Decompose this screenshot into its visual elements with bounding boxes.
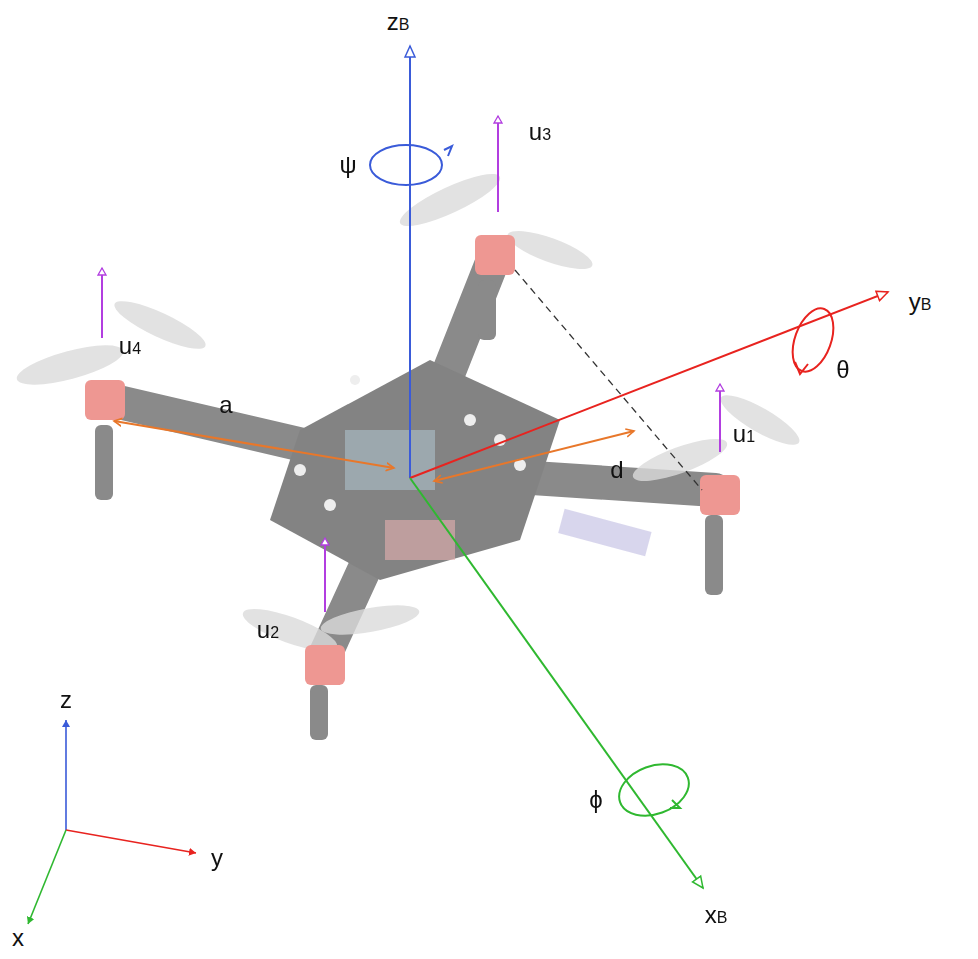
thrust-label: u1 [733, 421, 755, 447]
dimension-label: a [219, 392, 232, 418]
axis-label: zB [387, 9, 410, 35]
angle-label: θ [836, 357, 849, 383]
angle-label: ψ [339, 152, 356, 178]
thrust-label: u3 [529, 119, 551, 145]
axis-label: x [12, 925, 24, 951]
thrust-label: u4 [119, 333, 141, 359]
axis-label: z [60, 687, 72, 713]
axis-label: yB [909, 289, 932, 315]
dimension-label: d [610, 457, 623, 483]
axis-label: xB [705, 902, 728, 928]
angle-label: ϕ [589, 787, 602, 813]
thrust-label: u2 [257, 617, 279, 643]
axis-label: y [211, 845, 223, 871]
